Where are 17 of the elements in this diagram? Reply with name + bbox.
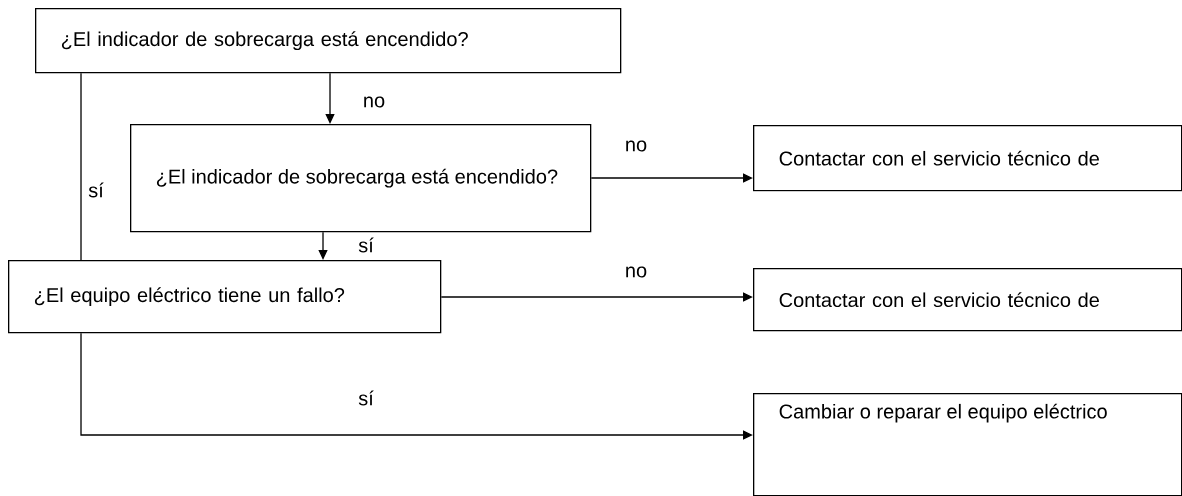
process-box: ¿El equipo eléctrico tiene un fallo? bbox=[8, 260, 442, 334]
arrow bbox=[325, 72, 335, 124]
process-box: ¿El indicador de sobrecarga está encendido? bbox=[130, 124, 592, 233]
arrow bbox=[80, 332, 753, 440]
process-box: ¿El indicador de sobrecarga está encendido? bbox=[35, 8, 622, 74]
process-box: Contactar con el servicio técnico de bbox=[753, 268, 1182, 332]
edge-label: sí bbox=[357, 389, 375, 407]
edge-label: no bbox=[361, 95, 387, 109]
process-box: Contactar con el servicio técnico de bbox=[753, 125, 1182, 192]
edge-label: sí bbox=[357, 236, 375, 254]
edge-label: no bbox=[623, 139, 649, 153]
edge-label: sí bbox=[87, 181, 105, 199]
arrow bbox=[440, 292, 753, 302]
process-box: Cambiar o reparar el equipo eléctrico bbox=[753, 393, 1182, 496]
arrow bbox=[318, 231, 328, 260]
edge-label: no bbox=[623, 265, 649, 279]
arrow bbox=[590, 173, 753, 183]
